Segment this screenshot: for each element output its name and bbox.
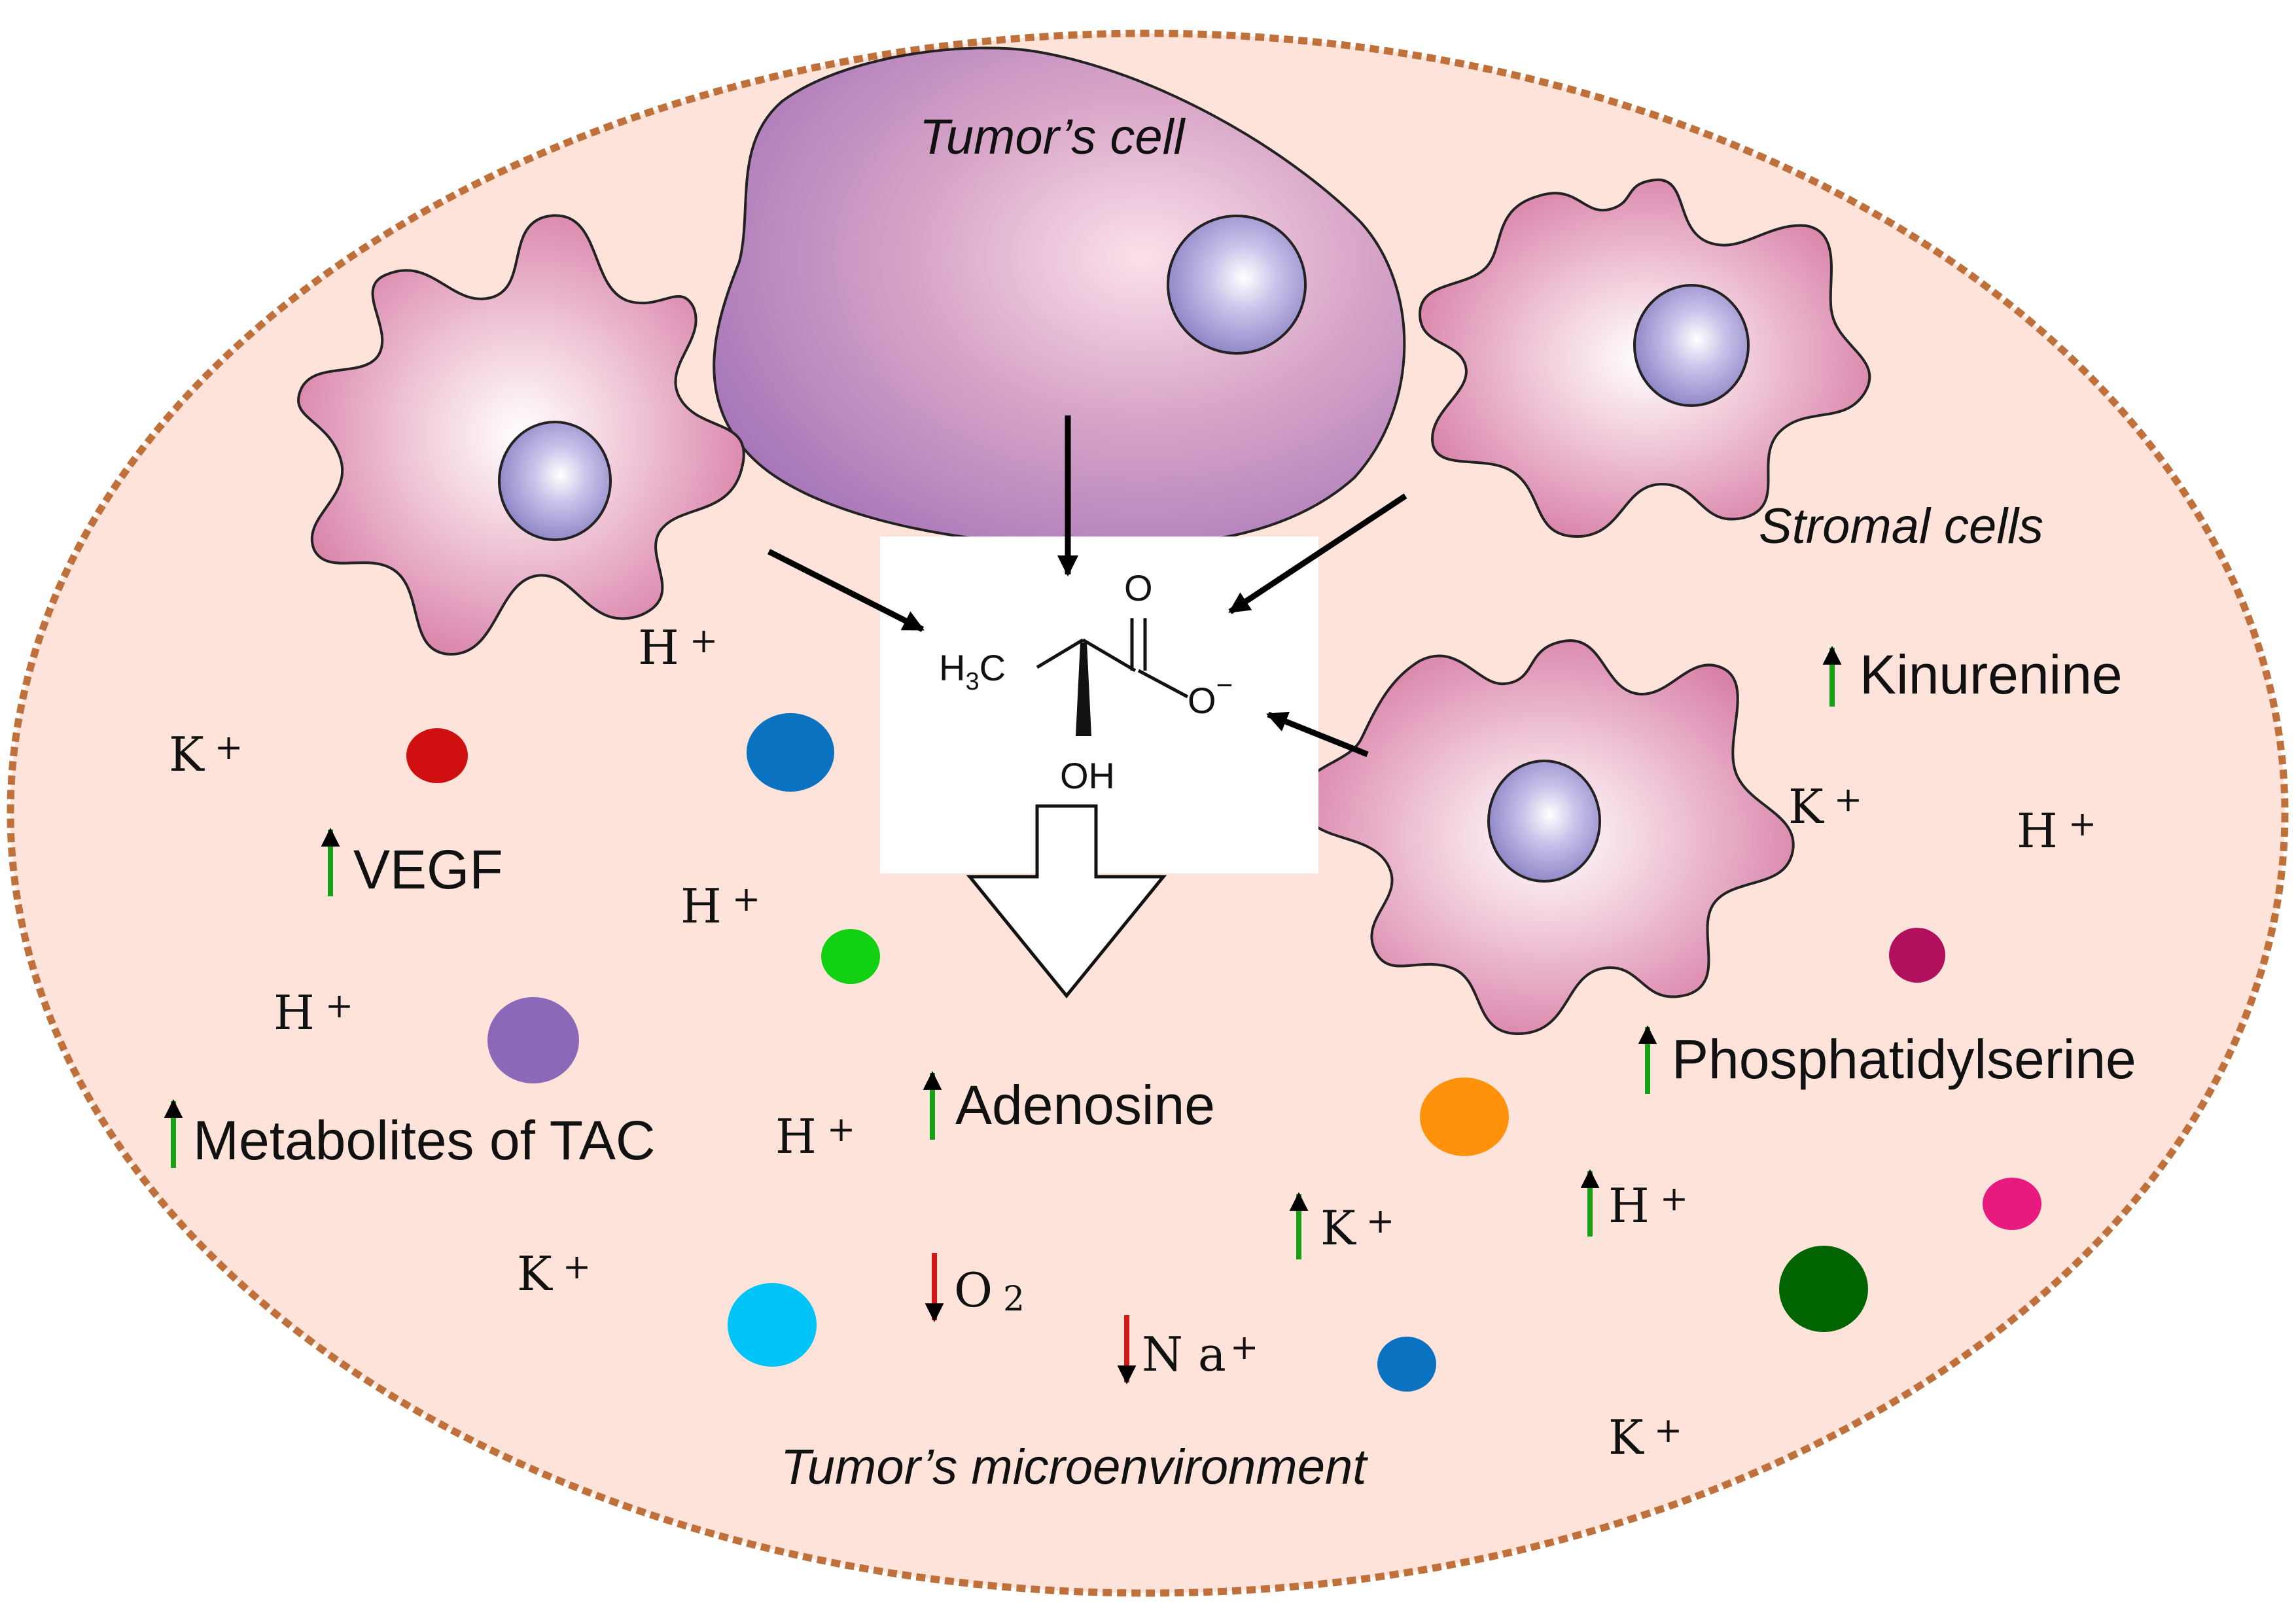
phosphatidylserine-label: Phosphatidylserine — [1672, 1028, 2136, 1090]
stromal-cell-left — [296, 214, 745, 656]
tumor-cell-nucleus — [1167, 215, 1307, 355]
factor-metabolites: Metabolites of TAC — [164, 1099, 656, 1171]
stromal-cell-right-middle — [1300, 639, 1795, 1036]
factor-phosphatidylserine: Phosphatidylserine — [1638, 1025, 2136, 1094]
tumor-cell — [713, 46, 1406, 548]
arrow-left-stroma-to-lactate — [767, 548, 925, 633]
ion-k-up-label: K+ — [1320, 1201, 1394, 1256]
vegf-label: VEGF — [353, 839, 503, 900]
metabolite-dot — [487, 997, 579, 1083]
ion-k-up: K+ — [1289, 1192, 1394, 1259]
ion-h: H+ — [775, 1109, 855, 1164]
molecule-panel — [880, 536, 1318, 873]
factor-vegf: VEGF — [321, 828, 503, 900]
tumor-cell-label: Tumor’s cell — [919, 109, 1186, 165]
adenosine-label: Adenosine — [955, 1074, 1215, 1136]
arrow-middle-right-stroma-to-lactate — [1265, 711, 1369, 758]
ion-h: H+ — [274, 985, 353, 1040]
metabolite-dot — [728, 1283, 817, 1367]
bond-ch3-c — [1036, 638, 1084, 669]
ion-h: H+ — [680, 879, 760, 934]
ion-k: K+ — [1788, 779, 1862, 834]
stromal-cell-right-top — [1418, 178, 1871, 538]
metabolite-dot — [747, 713, 834, 792]
metabolite-dot — [1889, 928, 1945, 983]
metabolite-dot — [1983, 1178, 2041, 1230]
stromal-cells-label: Stromal cells — [1759, 499, 2043, 554]
molecule-carbonyl-oxygen: O — [1124, 567, 1153, 608]
molecule-hydroxyl-label: OH — [1060, 755, 1115, 796]
arrow-top-right-stroma-to-lactate — [1228, 493, 1407, 614]
lactate-molecule: H3C OH O O− — [880, 536, 1318, 873]
stromal-cell-right-middle-nucleus — [1487, 760, 1601, 883]
sodium-down-label: N a+ — [1142, 1327, 1258, 1382]
metabolite-dot — [1420, 1078, 1509, 1156]
stromal-cell-right-top-nucleus — [1633, 284, 1750, 407]
ion-k: K+ — [169, 727, 243, 782]
factor-kinurenine: Kinurenine — [1822, 644, 2123, 707]
hollow-down-arrow — [966, 804, 1167, 998]
wedge-bond-oh — [1076, 642, 1091, 736]
sodium-down: N a+ — [1117, 1315, 1258, 1384]
microenvironment-label: Tumor’s microenvironment — [781, 1439, 1368, 1495]
ion-h-up: H+ — [1580, 1169, 1688, 1237]
molecule-oxide-oxygen: O− — [1188, 669, 1233, 721]
metabolite-dots — [406, 713, 2041, 1392]
molecule-h3c-label: H3C — [939, 647, 1006, 695]
factor-adenosine: Adenosine — [923, 1071, 1215, 1140]
ion-h-up-label: H+ — [1608, 1178, 1688, 1233]
ion-k: K+ — [1608, 1410, 1682, 1465]
bond-c-carboxyl — [1082, 638, 1137, 673]
metabolite-dot — [1779, 1246, 1868, 1332]
ions: H+ K+ H+ H+ H+ K+ K+ H+ K+ — [169, 620, 2096, 1465]
ion-h: H+ — [638, 620, 718, 675]
kinurenine-label: Kinurenine — [1860, 644, 2123, 705]
ion-k: K+ — [517, 1246, 591, 1301]
metabolite-dot — [1377, 1337, 1436, 1392]
bond-c-o-minus — [1137, 669, 1189, 699]
stromal-cell-left-nucleus — [498, 421, 612, 541]
ion-h: H+ — [2017, 803, 2096, 858]
metabolites-label: Metabolites of TAC — [193, 1110, 656, 1171]
metabolite-dot — [406, 728, 468, 783]
metabolite-dot — [821, 929, 880, 984]
